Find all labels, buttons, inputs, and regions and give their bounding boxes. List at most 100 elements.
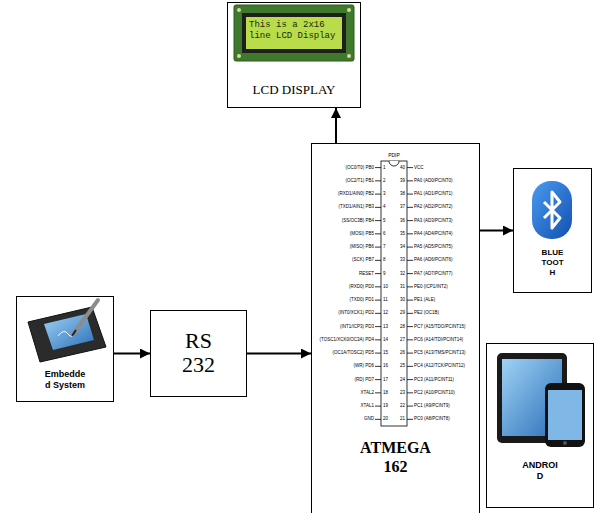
pin-number: 5 — [383, 218, 386, 224]
pin-number: 7 — [383, 244, 386, 250]
pin-number: 8 — [383, 257, 386, 263]
android-box: ANDROI D — [486, 343, 594, 508]
pin-number: 38 — [400, 191, 405, 197]
pin-number: 22 — [400, 403, 405, 409]
pin-number: 25 — [400, 363, 405, 369]
arrow-connector — [247, 353, 311, 355]
box-label: ANDROI D — [520, 460, 560, 482]
pin-name: PA1 (AD1/PCINT1) — [414, 191, 452, 197]
tablet-phone-picture — [497, 353, 585, 447]
pin-name: (OC0/T0) PB0 — [345, 165, 374, 171]
pin-name: PC2 (A10/PCINT10) — [414, 390, 455, 396]
pin-number: 40 — [400, 165, 405, 171]
pin-name: (RXD0) PD0 — [349, 284, 374, 290]
pin-number: 15 — [383, 350, 388, 356]
lcd-display-box: This is a 2x16 line LCD DisplayLCD DISPL… — [227, 2, 361, 108]
pin-name: PA6 (AD6/PCINT6) — [414, 257, 452, 263]
pin-number: 6 — [383, 231, 386, 237]
pin-name: (OC2/T1) PB1 — [345, 178, 374, 184]
pin-name: (INT1/ICP3) PD3 — [340, 324, 374, 330]
pin-name: (TXD0) PD1 — [349, 297, 374, 303]
pin-name: RESET — [359, 271, 374, 277]
pin-number: 24 — [400, 377, 405, 383]
rs232-box: RS 232 — [150, 310, 247, 397]
microcontroller-box: ATMEGA 162 — [311, 143, 480, 513]
box-label: BLUE TOOT H — [538, 248, 568, 278]
pin-number: 34 — [400, 244, 405, 250]
pin-name: PA5 (AD5/PCINT5) — [414, 244, 452, 250]
pin-name: XTAL1 — [361, 403, 374, 409]
pin-number: 33 — [400, 257, 405, 263]
pin-number: 3 — [383, 191, 386, 197]
pin-number: 36 — [400, 218, 405, 224]
pin-number: 19 — [383, 403, 388, 409]
pin-number: 11 — [383, 297, 388, 303]
arrow-connector — [480, 230, 513, 232]
pin-name: PC6 (A14/TDI/PCINT14) — [414, 337, 463, 343]
pin-name: (SS/OC3B) PB4 — [342, 218, 374, 224]
box-label: Embedde d System — [42, 369, 88, 391]
pin-name: (MOSI) PB5 — [350, 231, 374, 237]
pin-number: 27 — [400, 337, 405, 343]
pin-name: PE2 (OC1B) — [414, 310, 439, 316]
pin-name: PE0 (ICP1/INT2) — [414, 284, 448, 290]
pin-name: PA0 (AD0/PCINT0) — [414, 178, 452, 184]
pin-name: XTAL2 — [361, 390, 374, 396]
pin-number: 37 — [400, 204, 405, 210]
pin-number: 9 — [383, 271, 386, 277]
atmega-chip-picture — [375, 161, 413, 426]
pin-name: PE1 (ALE) — [414, 297, 435, 303]
pin-name: PA2 (AD2/PCINT2) — [414, 204, 452, 210]
pin-number: 35 — [400, 231, 405, 237]
pin-number: 23 — [400, 390, 405, 396]
pin-number: 29 — [400, 310, 405, 316]
signature-pad-picture — [28, 300, 106, 362]
pin-name: PA7 (AD7/PCINT7) — [414, 271, 452, 277]
pin-number: 31 — [400, 284, 405, 290]
pin-name: PC3 (A11/PCINT11) — [414, 377, 454, 383]
pin-name: PC5 (A13/TMS/PCINT13) — [414, 350, 466, 356]
pin-number: 39 — [400, 178, 405, 184]
pin-name: (TXD1/AIN1) PB3 — [338, 204, 374, 210]
box-label: RS 232 — [169, 329, 229, 377]
pin-number: 10 — [383, 284, 388, 290]
arrow-connector — [114, 353, 150, 355]
lcd-module-picture — [234, 5, 354, 61]
pin-name: PA4 (AD4/PCINT4) — [414, 231, 452, 237]
pin-number: 30 — [400, 297, 405, 303]
pin-number: 2 — [383, 178, 386, 184]
pin-name: (RD) PD7 — [354, 377, 374, 383]
pin-name: PC7 (A15/TDO/PCINT15) — [414, 324, 466, 330]
pin-name: (RXD1/AIN0) PB2 — [338, 191, 374, 197]
pin-number: 26 — [400, 350, 405, 356]
pin-number: 17 — [383, 377, 388, 383]
package-label: PDIP — [374, 152, 414, 158]
embedded-system-box: Embedde d System — [16, 296, 114, 402]
box-label: ATMEGA 162 — [353, 438, 438, 476]
pin-number: 1 — [383, 165, 386, 171]
pin-name: PC0 (A8/PCINT8) — [414, 416, 450, 422]
pin-number: 12 — [383, 310, 388, 316]
pin-name: GND — [364, 416, 374, 422]
pin-name: (MISO) PB6 — [350, 244, 374, 250]
bluetooth-box: BLUE TOOT H — [513, 168, 592, 293]
box-label: LCD DISPLAY — [234, 82, 354, 97]
pin-name: PA3 (AD3/PCINT3) — [414, 218, 452, 224]
bluetooth-logo — [532, 181, 572, 239]
pin-name: (TOSC1/XCK0/OC3A) PD4 — [320, 337, 374, 343]
pin-name: (WR) PD6 — [354, 363, 375, 369]
pin-number: 4 — [383, 204, 386, 210]
pin-number: 16 — [383, 363, 388, 369]
pin-name: PC1 (A9/PCINT9) — [414, 403, 450, 409]
pin-number: 18 — [383, 390, 388, 396]
pin-number: 14 — [383, 337, 388, 343]
pin-name: (SCK) PB7 — [352, 257, 374, 263]
pin-name: (OC1A/TOSC2) PD5 — [333, 350, 374, 356]
pin-number: 13 — [383, 324, 388, 330]
pin-name: PC4 (A12/TCK/PCINT12) — [414, 363, 465, 369]
lcd-screen-text: This is a 2x16 line LCD Display — [249, 20, 339, 42]
